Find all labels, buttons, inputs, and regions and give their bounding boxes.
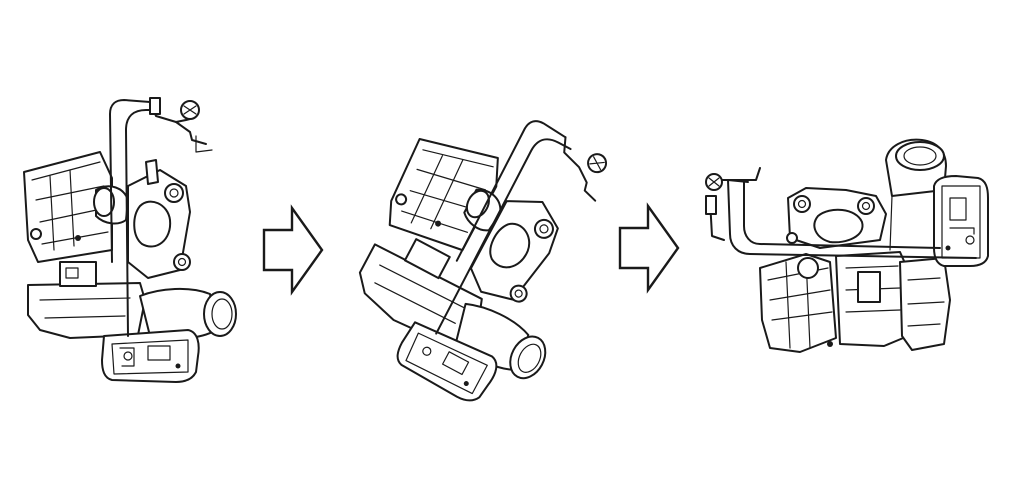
turbocharger-step-2 (358, 120, 608, 402)
turbocharger-step-3 (705, 138, 989, 353)
right-arrow-icon (618, 202, 680, 294)
turbocharger-step-1 (23, 97, 237, 383)
right-arrow-icon (262, 204, 324, 296)
